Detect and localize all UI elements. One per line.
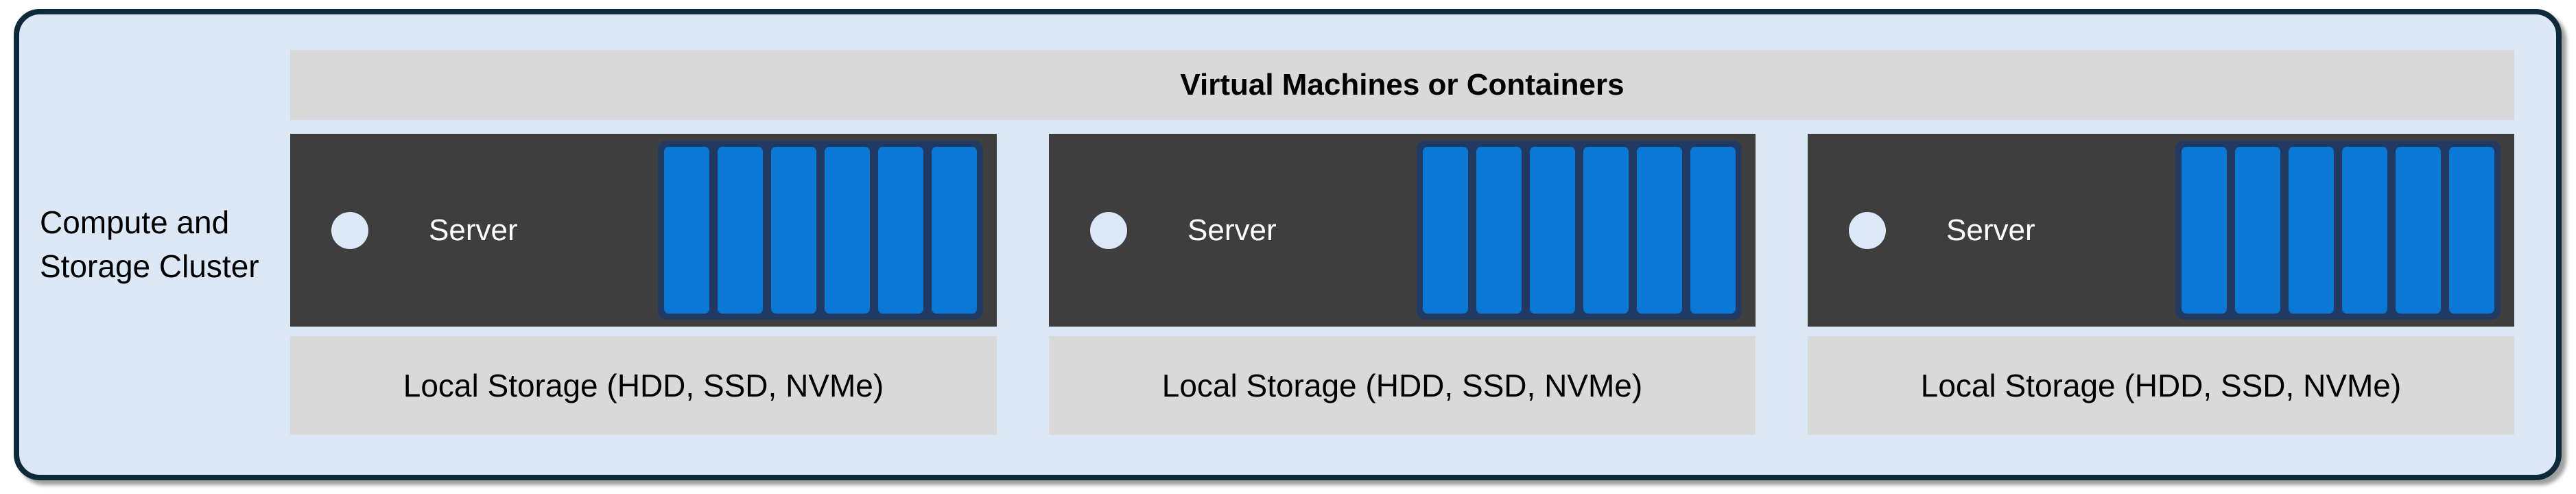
disk-drive: [1476, 147, 1522, 314]
server-3: Server: [1808, 134, 2514, 327]
compute-storage-cluster-panel: Compute and Storage Cluster Virtual Mach…: [14, 9, 2562, 480]
disk-drive: [2396, 147, 2441, 314]
disk-drive: [2342, 147, 2387, 314]
disk-drive: [1637, 147, 1682, 314]
disk-drive: [1690, 147, 1736, 314]
power-indicator-icon: [1849, 211, 1886, 249]
disk-array: [1417, 141, 1742, 320]
disk-array: [2175, 141, 2501, 320]
disk-drive: [2235, 147, 2280, 314]
disk-drive: [2289, 147, 2334, 314]
disk-drive: [2449, 147, 2494, 314]
disk-drive: [2182, 147, 2227, 314]
disk-drive: [1423, 147, 1468, 314]
cluster-label: Compute and Storage Cluster: [40, 204, 259, 284]
disk-drive: [771, 147, 816, 314]
vm-containers-header: Virtual Machines or Containers: [290, 50, 2514, 120]
server-1: Server: [290, 134, 997, 327]
server-label: Server: [1187, 213, 1277, 247]
disk-drive: [825, 147, 870, 314]
disk-drive: [1583, 147, 1629, 314]
server-row: Server Server Server: [290, 134, 2514, 327]
server-label: Server: [1946, 213, 2035, 247]
server-label: Server: [429, 213, 518, 247]
local-storage-row: Local Storage (HDD, SSD, NVMe) Local Sto…: [290, 336, 2514, 435]
cluster-content: Virtual Machines or Containers Server Se…: [290, 50, 2514, 475]
disk-drive: [878, 147, 923, 314]
disk-drive: [664, 147, 709, 314]
server-2: Server: [1049, 134, 1756, 327]
disk-array: [658, 141, 983, 320]
local-storage-label-1: Local Storage (HDD, SSD, NVMe): [290, 336, 997, 435]
local-storage-label-3: Local Storage (HDD, SSD, NVMe): [1808, 336, 2514, 435]
disk-drive: [932, 147, 977, 314]
local-storage-label-2: Local Storage (HDD, SSD, NVMe): [1049, 336, 1756, 435]
power-indicator-icon: [331, 211, 368, 249]
disk-drive: [1530, 147, 1575, 314]
power-indicator-icon: [1090, 211, 1127, 249]
cluster-label-column: Compute and Storage Cluster: [19, 14, 290, 475]
disk-drive: [718, 147, 763, 314]
